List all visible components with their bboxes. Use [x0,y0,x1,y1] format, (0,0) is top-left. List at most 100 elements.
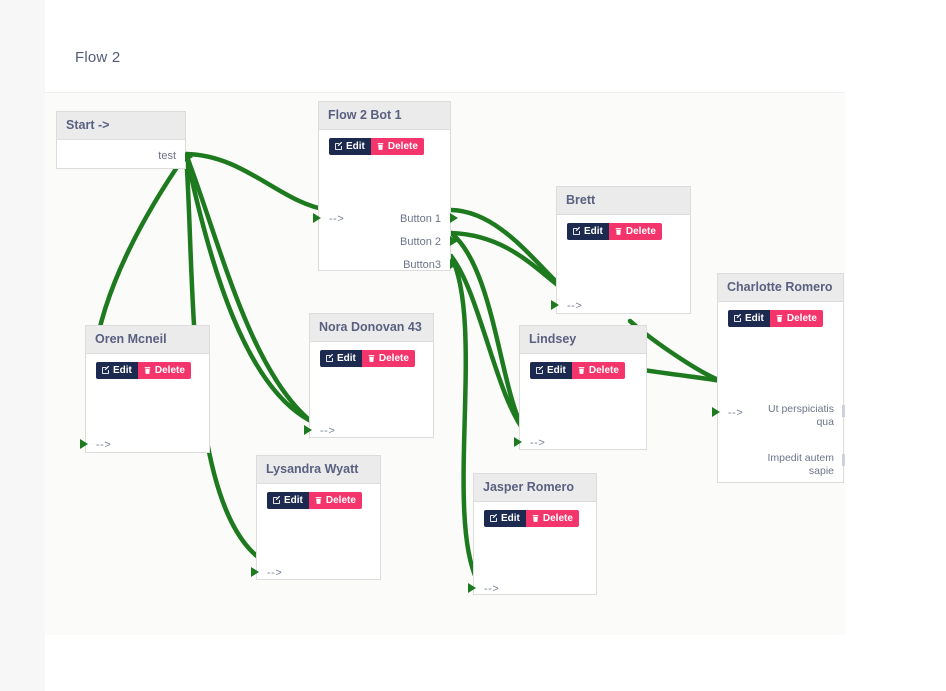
pencil-icon [101,364,110,381]
node-title: Brett [557,187,690,215]
node-title: Nora Donovan 43 [310,314,433,342]
port-out-label: Button 2 [400,236,441,248]
node-title: Lysandra Wyatt [257,456,380,484]
port-out-label: Button 1 [400,213,441,225]
node-action-bar: Edit Delete [474,502,596,527]
port-handle-in-icon[interactable] [313,213,321,223]
delete-button[interactable]: Delete [308,492,362,511]
port-in-lysandra[interactable]: --> [267,567,282,579]
port-out-button-3[interactable]: Button3 [403,259,441,271]
port-in-label: --> [267,567,283,579]
trash-icon [367,352,376,369]
port-handle-out-icon[interactable] [450,236,458,246]
port-handle-in-icon[interactable] [468,583,476,593]
port-in-label: --> [484,583,500,595]
delete-button[interactable]: Delete [370,138,424,155]
delete-button[interactable]: Delete [137,362,191,379]
pencil-icon [572,225,581,242]
port-out-test[interactable]: test [158,150,176,162]
trash-icon [531,512,540,529]
node-title: Jasper Romero [474,474,596,502]
edit-label: Edit [745,313,764,324]
trash-icon [314,494,323,511]
port-handle-in-icon[interactable] [251,567,259,577]
delete-label: Delete [154,365,185,376]
edit-button[interactable]: Edit [567,223,609,240]
port-out-label-2[interactable]: Impedit autem sapie [767,452,834,477]
node-title: Lindsey [520,326,646,354]
node-brett[interactable]: Brett Edit Delete --> [551,186,691,314]
port-handle-in-icon[interactable] [80,439,88,449]
pencil-icon [272,494,281,511]
port-in-label: --> [530,437,546,449]
port-in-brett[interactable]: --> [567,300,582,312]
delete-label: Delete [378,353,409,364]
trash-icon [775,312,784,329]
port-in-nora[interactable]: --> [320,425,335,437]
edit-button[interactable]: Edit [96,362,138,379]
edit-label: Edit [337,353,356,364]
node-flow-2-bot-1[interactable]: Flow 2 Bot 1 Edit Delete --> [313,101,458,271]
edit-button[interactable]: Edit [267,492,309,509]
port-handle-in-icon[interactable] [304,425,312,435]
port-handle-out-icon[interactable] [450,213,458,223]
pencil-icon [489,512,498,529]
port-out-label-1[interactable]: Ut perspiciatis qua [768,403,834,428]
edit-button[interactable]: Edit [728,310,770,327]
delete-button[interactable]: Delete [608,223,662,242]
port-in-label: --> [329,213,345,225]
delete-label: Delete [786,313,817,324]
node-oren-mcneil[interactable]: Oren Mcneil Edit Delete --> [80,325,210,453]
node-title: Start -> [57,112,185,140]
node-title: Oren Mcneil [86,326,209,354]
edit-label: Edit [584,226,603,237]
edit-button[interactable]: Edit [329,138,371,155]
node-action-bar: Edit Delete [319,130,450,155]
delete-label: Delete [387,141,418,152]
trash-icon [577,364,586,381]
port-handle-out-icon[interactable] [842,454,845,466]
port-in-label: --> [728,407,744,419]
port-in-charlotte[interactable]: --> [728,407,743,419]
port-handle-out-icon[interactable] [185,152,193,162]
port-handle-in-icon[interactable] [551,300,559,310]
delete-button[interactable]: Delete [525,510,579,529]
port-handle-out-icon[interactable] [450,259,458,269]
port-handle-out-icon[interactable] [842,405,845,417]
edge-start-bot1 [183,151,331,213]
port-out-button-2[interactable]: Button 2 [400,236,441,248]
node-jasper-romero[interactable]: Jasper Romero Edit Delete --> [468,473,597,595]
node-action-bar: Edit Delete [86,354,209,379]
port-in-oren[interactable]: --> [96,439,111,451]
delete-label: Delete [625,226,656,237]
node-nora-donovan-43[interactable]: Nora Donovan 43 Edit Delete -- [304,313,434,438]
edge-start-nora [183,151,320,427]
delete-label: Delete [588,365,619,376]
delete-button[interactable]: Delete [361,350,415,369]
node-charlotte-romero[interactable]: Charlotte Romero Edit Delete - [712,273,845,483]
flow-canvas[interactable]: Start -> test Flow 2 Bot 1 Edit [45,93,845,635]
port-in-lindsey[interactable]: --> [530,437,545,449]
page-title: Flow 2 [75,49,121,66]
edit-button[interactable]: Edit [530,362,572,379]
node-lysandra-wyatt[interactable]: Lysandra Wyatt Edit Delete --> [251,455,381,580]
edge-button3-lindsey [448,253,528,435]
port-in-jasper[interactable]: --> [484,583,499,595]
delete-button[interactable]: Delete [571,362,625,381]
port-in-bot1[interactable]: --> [329,213,344,225]
edge-button2-lindsey [448,230,528,435]
port-out-button-1[interactable]: Button 1 [400,213,441,225]
port-in-label: --> [567,300,583,312]
port-handle-in-icon[interactable] [514,437,522,447]
node-start[interactable]: Start -> test [56,111,193,169]
port-out-label: test [158,150,176,162]
node-action-bar: Edit Delete [557,215,690,240]
node-lindsey[interactable]: Lindsey Edit Delete --> [514,325,647,450]
pencil-icon [325,352,334,369]
edit-button[interactable]: Edit [484,510,526,527]
edit-button[interactable]: Edit [320,350,362,367]
port-handle-in-icon[interactable] [712,407,720,417]
trash-icon [614,225,623,242]
delete-button[interactable]: Delete [769,310,823,329]
